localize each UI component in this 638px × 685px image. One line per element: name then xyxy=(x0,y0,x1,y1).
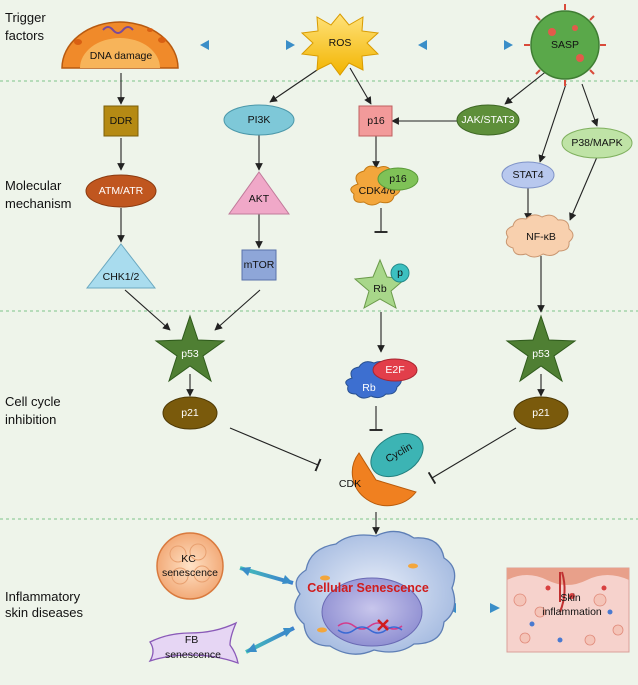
node-p38-mapk: P38/MAPK xyxy=(561,127,633,159)
node-e2f-label: E2F xyxy=(385,364,404,376)
node-p21-left: p21 xyxy=(162,396,218,430)
section-label-trigger: Trigger factors xyxy=(5,10,49,43)
node-mtor: mTOR xyxy=(241,249,277,281)
node-p53-left: p53 xyxy=(154,314,226,383)
node-jak-stat3-label: JAK/STAT3 xyxy=(461,114,514,126)
node-cyclin: Cyclin xyxy=(370,432,424,478)
node-kc-senescence: KC senescence xyxy=(156,532,224,600)
node-p21-right-label: p21 xyxy=(532,407,550,419)
node-cdk46: CDK4/6 p16 xyxy=(350,165,419,206)
node-rb-p-label: p xyxy=(397,267,403,279)
node-chk12: CHK1/2 xyxy=(85,243,157,289)
node-p16-label: p16 xyxy=(367,115,385,127)
edge-chk-p53 xyxy=(124,289,171,331)
edge-sasp-jak xyxy=(504,69,549,105)
node-jak-stat3: JAK/STAT3 xyxy=(456,104,520,136)
section-label-cellcycle: Cell cycle inhibition xyxy=(5,394,64,427)
node-sasp-label: SASP xyxy=(551,39,579,51)
edge-ros-p16 xyxy=(349,67,372,105)
node-rb: Rb p xyxy=(353,258,410,310)
node-rb-e2f: Rb E2F xyxy=(345,358,418,399)
double-arrow-head xyxy=(240,567,293,584)
node-sasp: SASP xyxy=(524,4,606,86)
section-label-inflammatory: Inflammatory skin diseases xyxy=(5,589,84,620)
inhibit-p21-right-cdk xyxy=(427,427,517,485)
node-p16-cap-label: p16 xyxy=(389,173,407,185)
node-fb-senescence: FB senescence xyxy=(148,621,239,665)
node-akt-label: AKT xyxy=(249,193,270,205)
node-ddr: DDR xyxy=(103,105,139,137)
node-cellular-senescence: Cellular Senescence xyxy=(294,530,456,655)
double-arrow-head xyxy=(246,628,294,652)
node-cdk-label: CDK xyxy=(339,478,361,490)
node-nfkb: NF-κB xyxy=(505,214,574,258)
node-mtor-label: mTOR xyxy=(244,259,275,271)
node-ros-label: ROS xyxy=(329,37,352,49)
node-p53-right: p53 xyxy=(505,314,577,383)
node-p21-left-label: p21 xyxy=(181,407,199,419)
edge-mtor-p53 xyxy=(214,289,261,331)
node-cdk: CDK xyxy=(339,452,417,507)
node-rb-complex-label: Rb xyxy=(362,382,376,394)
node-chk12-label: CHK1/2 xyxy=(103,271,140,283)
node-nfkb-label: NF-κB xyxy=(526,231,556,243)
section-label-molecular: Molecular mechanism xyxy=(5,178,71,211)
node-kc-senescence-label: KC senescence xyxy=(162,553,218,579)
skin-inflammation-label: Skin inflammation xyxy=(542,592,602,618)
node-akt: AKT xyxy=(228,171,290,215)
node-stat4-label: STAT4 xyxy=(512,169,543,181)
node-rb-label: Rb xyxy=(373,283,387,295)
edge-sasp-stat4 xyxy=(538,83,567,163)
edge-p38-nfkb xyxy=(569,156,598,221)
node-p53-right-label: p53 xyxy=(532,348,550,360)
node-atm-atr: ATM/ATR xyxy=(85,174,157,208)
cellular-senescence-label: Cellular Senescence xyxy=(307,581,429,595)
node-fb-senescence-label: FB senescence xyxy=(165,634,221,661)
node-skin-inflammation: Skin inflammation xyxy=(506,567,630,653)
node-stat4: STAT4 xyxy=(501,161,555,189)
node-p38-mapk-label: P38/MAPK xyxy=(571,137,622,149)
node-pi3k: PI3K xyxy=(223,104,295,136)
edge-ros-pi3k xyxy=(269,67,321,103)
edge-sasp-p38 xyxy=(581,83,599,127)
node-p16: p16 xyxy=(358,105,393,137)
node-p53-left-label: p53 xyxy=(181,348,199,360)
node-dna-damage-label: DNA damage xyxy=(90,50,153,62)
node-ddr-label: DDR xyxy=(110,115,133,127)
node-pi3k-label: PI3K xyxy=(248,114,271,126)
node-dna-damage: DNA damage xyxy=(61,21,179,69)
node-atm-atr-label: ATM/ATR xyxy=(99,185,144,197)
node-p21-right: p21 xyxy=(513,396,569,430)
inhibit-p21-left-cdk xyxy=(229,427,322,472)
node-ros: ROS xyxy=(300,13,380,76)
